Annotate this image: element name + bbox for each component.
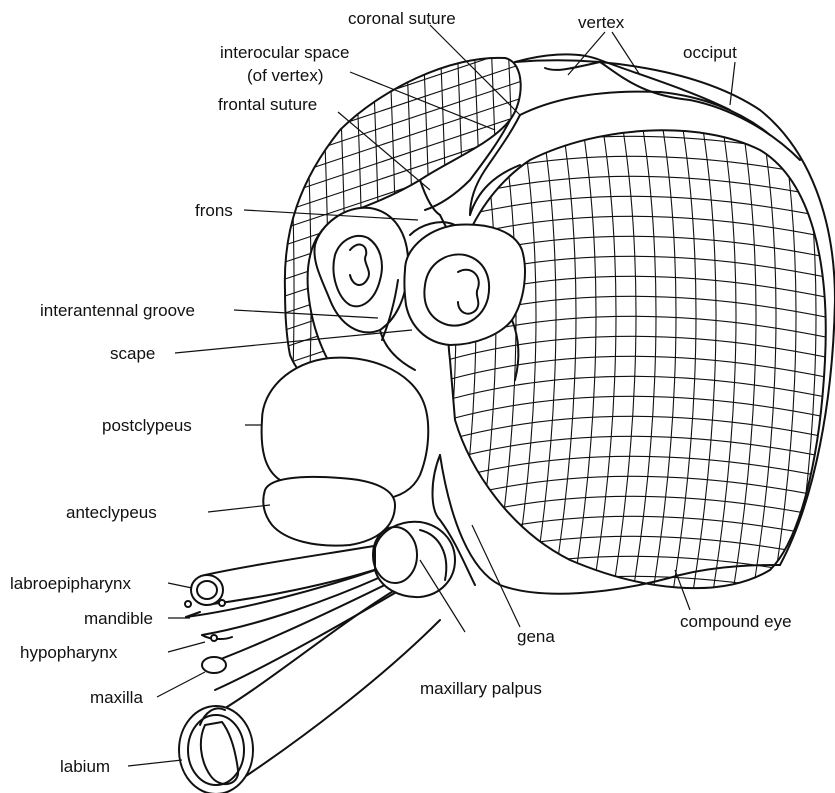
mouthparts [179,522,455,793]
right-compound-eye [430,110,835,610]
label-coronal-suture: coronal suture [348,9,456,28]
face [314,208,525,380]
labroepipharynx-end [191,575,223,605]
label-hypopharynx: hypopharynx [20,643,118,662]
label-postclypeus: postclypeus [102,416,192,435]
label-occiput: occiput [683,43,737,62]
label-labroepipharynx: labroepipharynx [10,574,131,593]
label-maxilla: maxilla [90,688,143,707]
label-gena: gena [517,627,555,646]
label-interocular-space-sub: (of vertex) [247,66,324,85]
label-interantennal-groove: interantennal groove [40,301,195,320]
label-frontal-suture: frontal suture [218,95,317,114]
label-maxillary-palpus: maxillary palpus [420,679,542,698]
maxilla-tip [202,657,226,673]
label-mandible: mandible [84,609,153,628]
label-labium: labium [60,757,110,776]
label-vertex: vertex [578,13,625,32]
clypeus [262,358,429,546]
label-scape: scape [110,344,155,363]
maxillary-palpus-shape [375,522,455,597]
label-anteclypeus: anteclypeus [66,503,157,522]
label-compound-eye: compound eye [680,612,792,631]
label-interocular-space: interocular space [220,43,349,62]
label-frons: frons [195,201,233,220]
anteclypeus-shape [263,477,395,546]
